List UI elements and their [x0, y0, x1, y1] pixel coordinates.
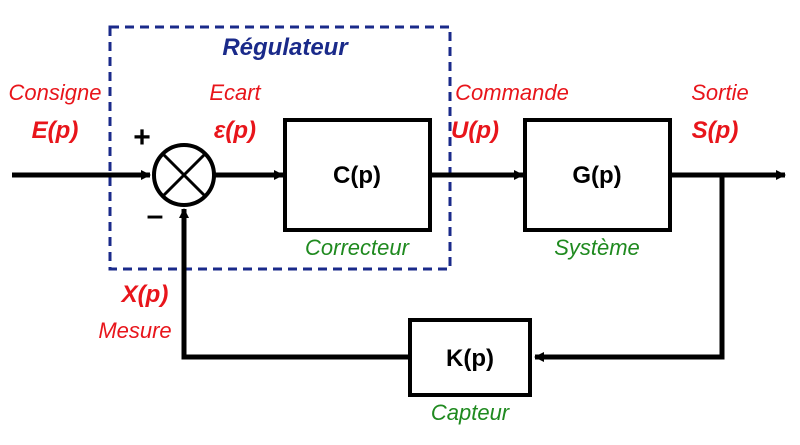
correcteur-block	[283, 118, 432, 232]
regulator-frame	[108, 25, 452, 271]
systeme-transfer-label: G(p)	[572, 162, 621, 189]
correcteur-transfer-label: C(p)	[333, 162, 381, 189]
summator-cross-b	[161, 152, 207, 198]
ecart-label: Ecart	[209, 80, 261, 105]
ecart-symbol: ε(p)	[214, 117, 256, 144]
summator-minus-sign: –	[147, 199, 164, 232]
sortie-symbol: S(p)	[692, 117, 739, 144]
summator	[152, 143, 216, 207]
mesure-label: Mesure	[98, 318, 171, 343]
feedback-branch-line	[534, 175, 725, 362]
consigne-symbol: E(p)	[32, 117, 79, 144]
capteur-caption: Capteur	[431, 400, 511, 425]
commande-label: Commande	[455, 80, 569, 105]
systeme-caption: Système	[554, 235, 640, 260]
consigne-label: Consigne	[9, 80, 102, 105]
systeme-block	[523, 118, 672, 232]
summator-plus-sign: +	[133, 121, 151, 154]
correcteur-caption: Correcteur	[305, 235, 411, 260]
measure-return-line	[179, 208, 410, 360]
commande-symbol: U(p)	[451, 117, 499, 144]
sortie-label: Sortie	[691, 80, 748, 105]
mesure-symbol: X(p)	[120, 281, 169, 308]
regulator-title: Régulateur	[222, 34, 349, 61]
capteur-transfer-label: K(p)	[446, 345, 494, 372]
